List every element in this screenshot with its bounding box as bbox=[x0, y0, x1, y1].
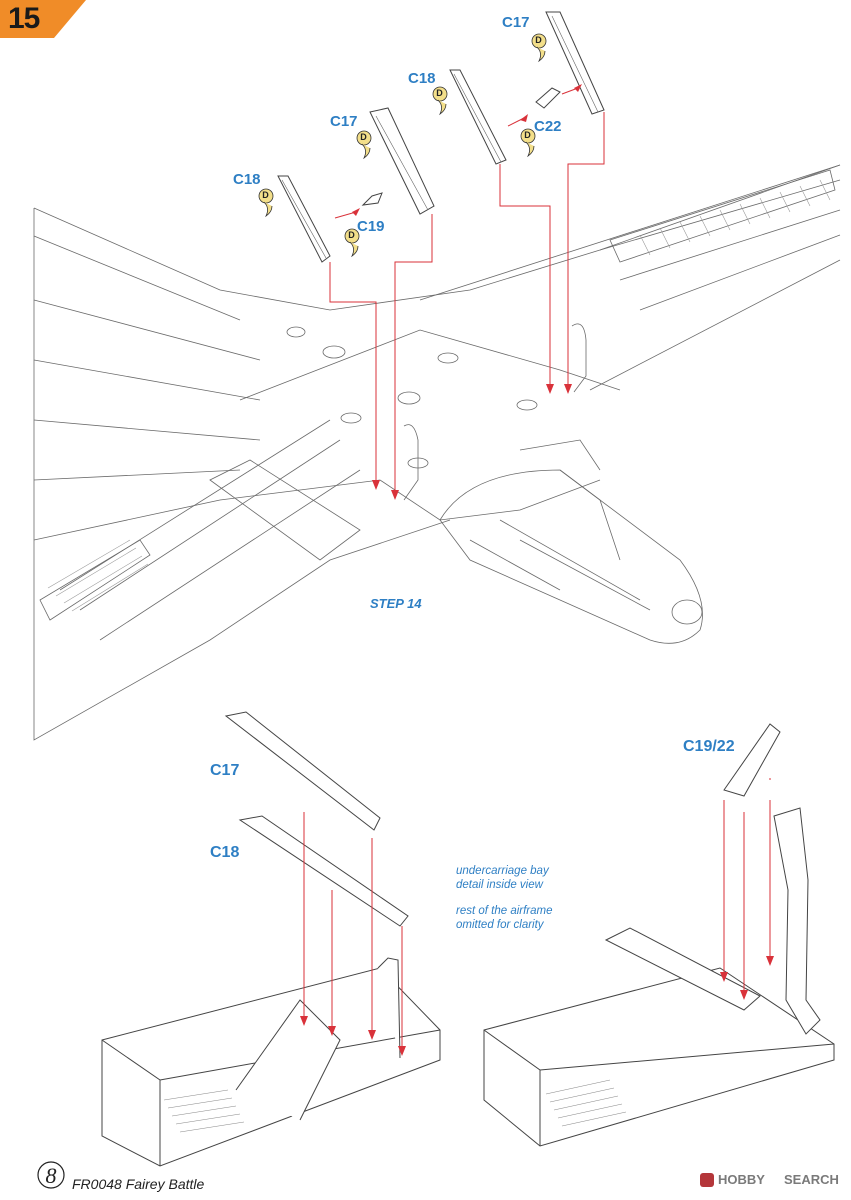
hobbysearch-logo-icon bbox=[700, 1173, 714, 1187]
watermark-text-2: SEARCH bbox=[784, 1172, 839, 1187]
page-number-text: 8 bbox=[45, 1163, 57, 1188]
decal-d-icon: D bbox=[342, 228, 362, 258]
decal-letter: D bbox=[436, 88, 443, 98]
note-undercarriage-bay: undercarriage bay detail inside view bbox=[456, 864, 549, 892]
note-line: omitted for clarity bbox=[456, 919, 544, 931]
label-c19-22-detail: C19/22 bbox=[683, 738, 735, 755]
label-c19: C19 bbox=[357, 218, 385, 235]
label-c17-right: C17 bbox=[502, 14, 530, 31]
step-reference: STEP 14 bbox=[370, 596, 422, 611]
page-number: 8 bbox=[36, 1160, 66, 1190]
decal-d-icon: D bbox=[354, 130, 374, 160]
decal-letter: D bbox=[348, 230, 355, 240]
label-c18-detail: C18 bbox=[210, 844, 240, 861]
decal-d-icon: D bbox=[430, 86, 450, 116]
decal-d-icon: D bbox=[529, 33, 549, 63]
watermark-text-1: HOBBY bbox=[718, 1172, 765, 1187]
decal-letter: D bbox=[524, 130, 531, 140]
label-c17-detail: C17 bbox=[210, 762, 240, 779]
note-line: rest of the airframe bbox=[456, 905, 553, 917]
note-line: detail inside view bbox=[456, 879, 543, 891]
step-number-badge: 15 bbox=[0, 0, 92, 38]
decal-letter: D bbox=[262, 190, 269, 200]
label-c18-right: C18 bbox=[408, 70, 436, 87]
label-c18-left: C18 bbox=[233, 171, 261, 188]
decal-letter: D bbox=[535, 35, 542, 45]
decal-d-icon: D bbox=[518, 128, 538, 158]
step-number: 15 bbox=[8, 2, 40, 35]
note-line: undercarriage bay bbox=[456, 865, 549, 877]
kit-title: FR0048 Fairey Battle bbox=[72, 1176, 205, 1192]
decal-d-icon: D bbox=[256, 188, 276, 218]
badge-shape bbox=[0, 0, 86, 38]
label-c22: C22 bbox=[534, 118, 562, 135]
label-c17-left: C17 bbox=[330, 113, 358, 130]
decal-letter: D bbox=[360, 132, 367, 142]
note-omitted: rest of the airframe omitted for clarity bbox=[456, 904, 553, 932]
